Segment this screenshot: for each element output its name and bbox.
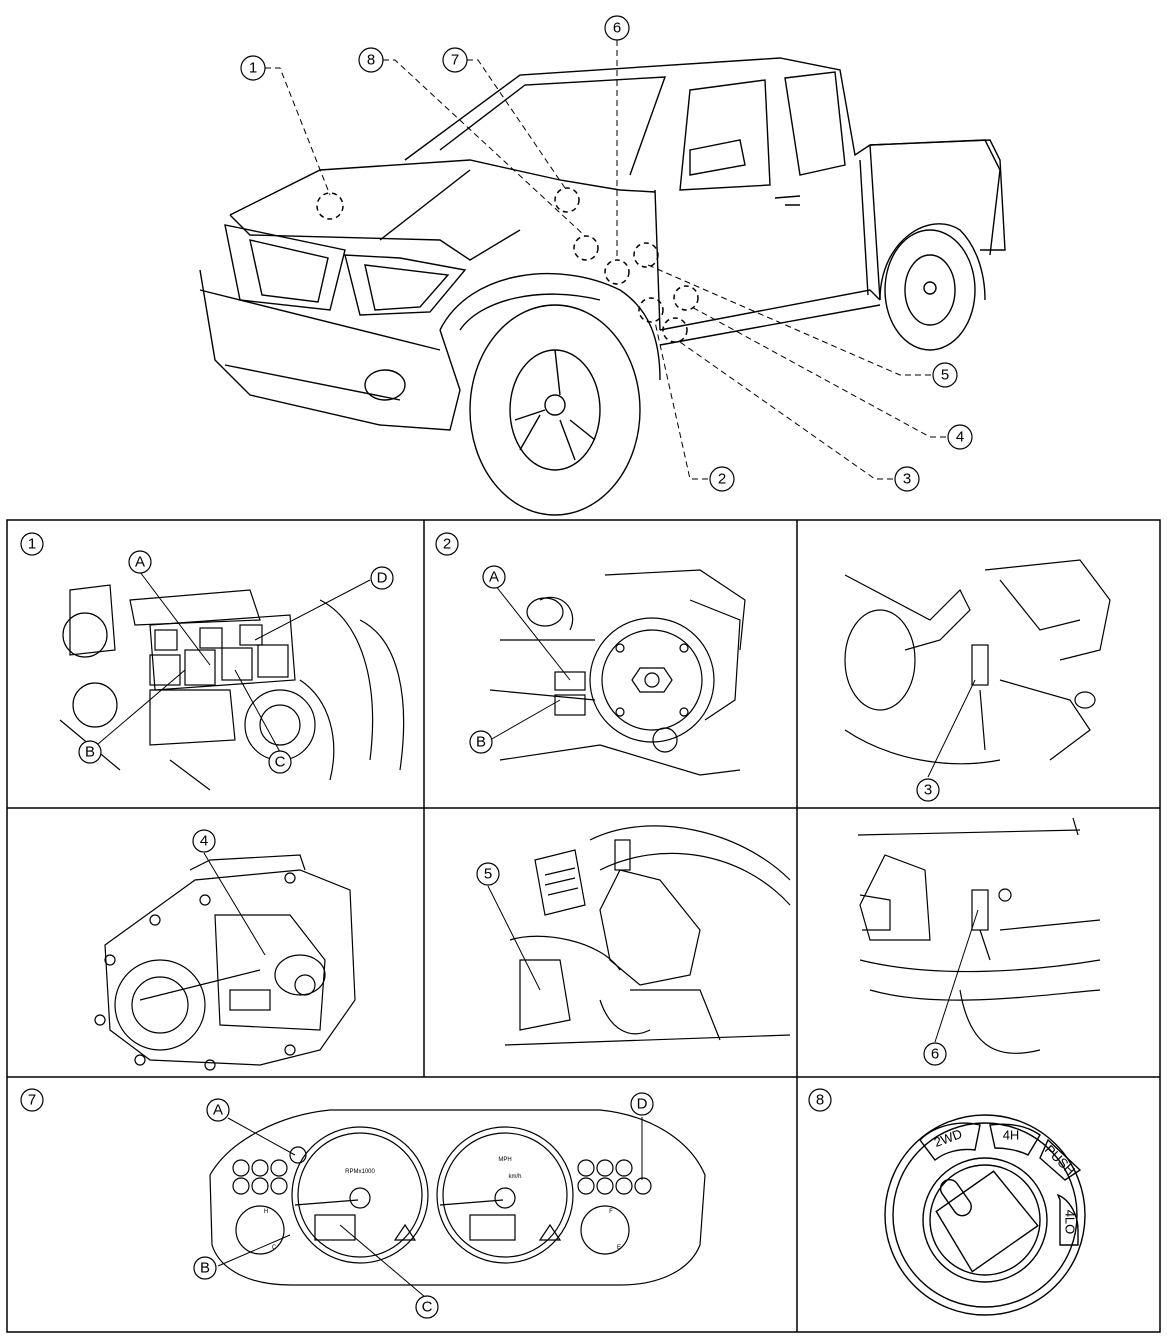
overview-callout-5-text: 5 [941,367,949,384]
truck-illustration [199,57,1006,516]
panel-7-label-d: D [637,1096,648,1113]
panel-8-switch-drawing [884,1114,1086,1316]
speedometer-label-kmh: km/h [508,1174,521,1180]
temp-gauge-c: C [272,1245,277,1251]
panel-7-label-a: A [213,1102,223,1119]
overview-callout-6-text: 6 [613,20,621,37]
panel-7-label-c: C [422,1299,433,1316]
panel-8: 2WD 4H PUSH 4LO 8 [808,1088,1086,1316]
overview-callout-6: 6 [604,15,630,41]
panel-2-label-b: B [476,734,486,751]
location-marker-5 [633,242,659,268]
location-marker-2 [638,297,664,323]
switch-button-4h-label: 4H [1003,1128,1020,1143]
overview-callout-7-text: 7 [451,52,459,69]
location-marker-8 [573,235,599,261]
panel-7-number: 7 [28,1092,36,1109]
overview-callout-4-text: 4 [956,429,964,446]
panel-3-number: 3 [924,782,932,799]
panel-6: 6 [857,817,1101,1066]
panel-7-label-b: B [200,1260,210,1277]
panel-1-label-a: A [135,554,145,571]
location-marker-6a [604,259,630,285]
panel-1-label-c: C [275,754,286,771]
overview-callout-5: 5 [932,362,958,388]
panel-4: 4 [94,829,356,1071]
panel-2-hub-drawing [489,569,746,776]
speedometer-label-mph: MPH [498,1157,511,1163]
panel-1-number: 1 [28,536,36,553]
overview-callout-2: 2 [709,466,735,492]
overview-callout-2-text: 2 [718,471,726,488]
location-markers [316,187,699,343]
panel-4-transfer-drawing [94,854,356,1071]
overview-callouts: 1 8 7 6 5 4 3 2 [240,15,973,492]
panel-1: 1 A B C D [20,532,405,791]
fuel-gauge-f: F [609,1209,613,1215]
panel-2: 2 A B [435,532,746,776]
panel-6-number: 6 [931,1046,939,1063]
location-marker-3 [662,317,688,343]
panel-3-sensor-drawing [844,559,1111,765]
switch-push-label: PUSH [1042,1142,1078,1178]
overview-callout-1-text: 1 [249,60,257,77]
location-marker-4 [673,285,699,311]
panel-6-switch-drawing [857,817,1101,1054]
location-marker-7 [554,187,580,213]
overview-callout-3: 3 [894,466,920,492]
overview-callout-1: 1 [240,55,266,81]
temp-gauge-h: H [264,1209,268,1215]
panel-5: 5 [476,825,791,1046]
panel-7-cluster-drawing [209,1109,706,1286]
panel-2-number: 2 [443,536,451,553]
switch-button-2wd-label: 2WD [932,1126,964,1150]
panel-5-number: 5 [484,866,492,883]
leader-lines [265,40,946,480]
fuel-gauge-e: E [617,1245,621,1251]
panel-1-fuse-block-drawing [59,584,405,791]
overview-callout-8: 8 [358,47,384,73]
overview-callout-4: 4 [947,424,973,450]
panel-8-number: 8 [816,1092,824,1109]
panel-4-number: 4 [200,833,208,850]
panel-grid [6,519,1161,1333]
panel-7: RPMx1000 MPH km/h H C F E 7 A B C D [20,1088,706,1319]
panel-2-label-a: A [489,569,499,586]
overview-callout-8-text: 8 [367,52,375,69]
panel-5-steering-drawing [504,825,791,1046]
tachometer-label: RPMx1000 [345,1169,375,1175]
switch-button-4lo-label: 4LO [1063,1210,1078,1235]
overview-callout-3-text: 3 [903,471,911,488]
location-marker-1 [316,192,344,220]
panel-3: 3 [844,559,1111,802]
panel-1-label-d: D [377,570,388,587]
panel-1-label-b: B [85,744,95,761]
overview-callout-7: 7 [442,47,468,73]
